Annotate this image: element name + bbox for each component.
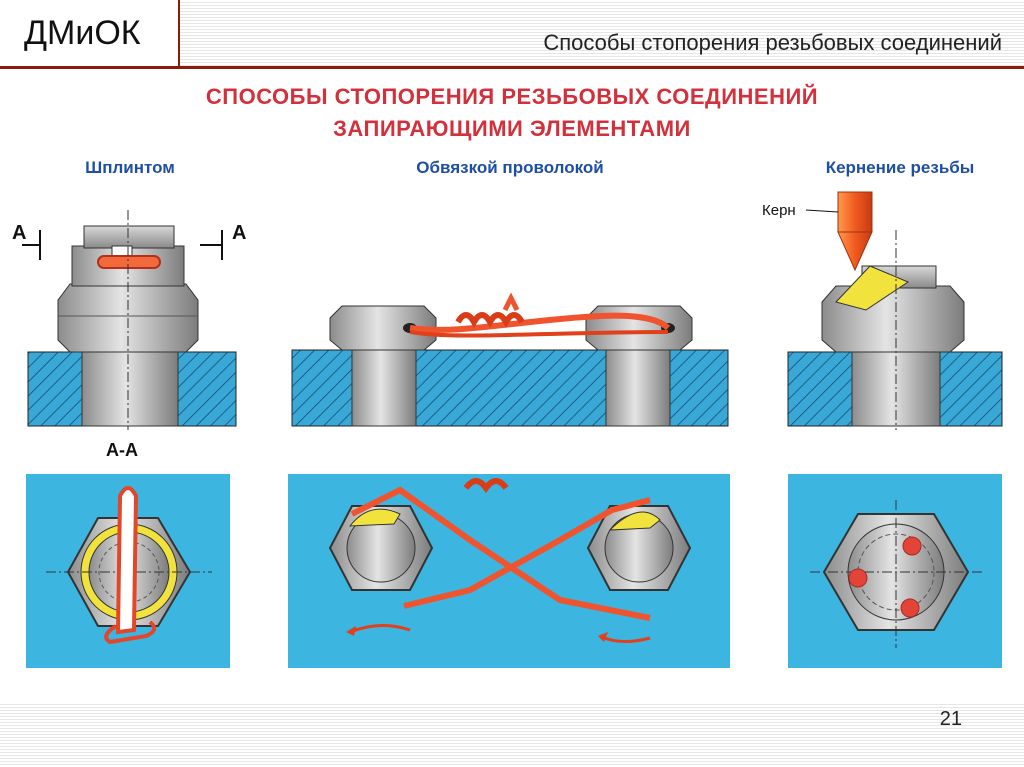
punch-top-view (788, 474, 1002, 668)
footer-stripes (0, 702, 1024, 767)
wire-lock-side-view (291, 292, 729, 427)
poster-title-line1: СПОСОБЫ СТОПОРЕНИЯ РЕЗЬБОВЫХ СОЕДИНЕНИЙ (205, 84, 819, 109)
logo-text: ДМиОК (24, 14, 141, 52)
header-divider (0, 66, 1024, 69)
page-number: 21 (939, 708, 962, 730)
method-label-cotter: Шплинтом (85, 158, 175, 177)
slide-title: Способы стопорения резьбовых соединений (543, 30, 1002, 55)
poster: СПОСОБЫ СТОПОРЕНИЯ РЕЗЬБОВЫХ СОЕДИНЕНИЙ … (0, 70, 1024, 702)
section-marker-right: А (232, 222, 247, 244)
wire-lock-top-view (288, 474, 730, 668)
method-label-wire: Обвязкой проволокой (416, 158, 604, 177)
section-marker-left: А (12, 222, 27, 244)
section-view-label: А-А (106, 440, 138, 460)
cotter-pin-side-view (22, 210, 237, 430)
punch-side-view (787, 191, 1003, 430)
logo-box: ДМиОК (0, 0, 180, 66)
poster-title-line2: ЗАПИРАЮЩИМИ ЭЛЕМЕНТАМИ (333, 116, 691, 141)
punch-label: Керн (762, 202, 796, 219)
locking-methods-diagram (22, 191, 1003, 668)
cotter-pin-top-view (26, 474, 230, 668)
method-label-punch: Кернение резьбы (825, 158, 975, 177)
